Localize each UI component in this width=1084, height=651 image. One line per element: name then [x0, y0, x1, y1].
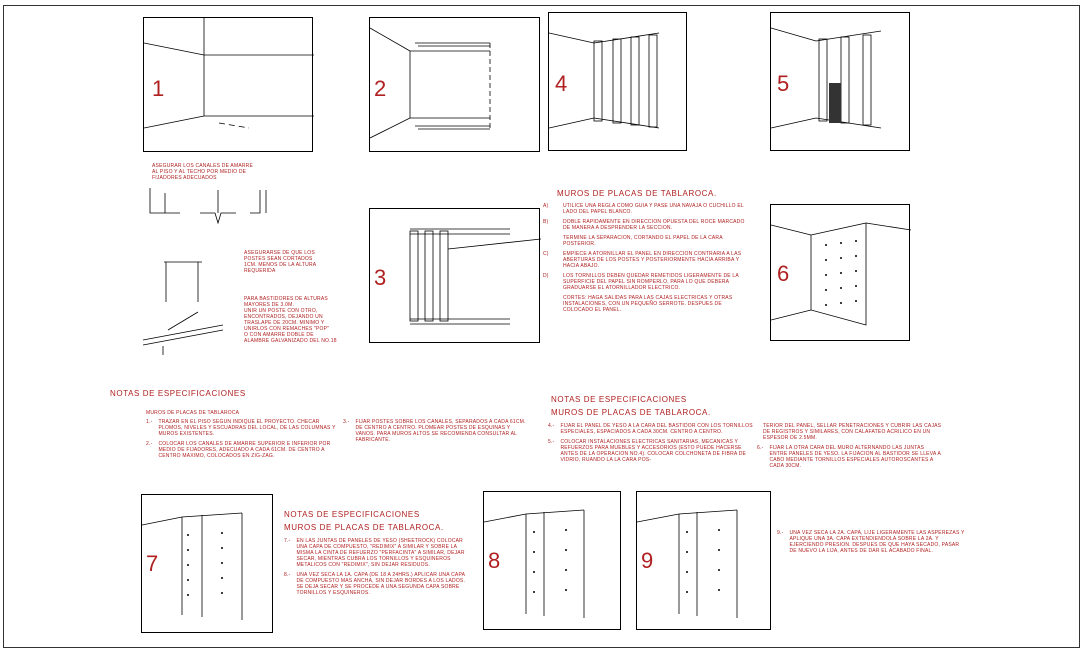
panel-2: 2 [369, 17, 540, 152]
note-anchor-channels: ASEGURAR LOS CANALES DE AMARRE AL PISO Y… [152, 163, 254, 181]
studs-drawing [409, 228, 541, 325]
second-coat-drawing [484, 509, 585, 618]
panel-4: 4 [548, 12, 687, 151]
notas-left-title: NOTAS DE ESPECIFICACIONES [110, 389, 246, 398]
notas-left-col1: 1.-TRAZAR EN EL PISO SEGUN INDIQUE EL PR… [146, 419, 336, 463]
panel-number-9: 9 [641, 548, 654, 573]
panel-3: 3 [369, 208, 541, 343]
channels-drawing [370, 27, 491, 139]
channel-detail-drawing [149, 188, 267, 225]
panel-number-8: 8 [488, 548, 501, 573]
list-item: 6.-FIJAR LA OTRA CARA DEL MURO ALTERNAND… [757, 445, 941, 469]
panel-8: 8 [483, 491, 621, 630]
note-stud-cut: ASEGURARSE DE QUE LOS POSTES SEAN CORTAD… [244, 250, 317, 274]
notas-left-col2: 3.-FIJAR POSTES SOBRE LOS CANALES, SEPAR… [343, 419, 528, 447]
panel-number-1: 1 [152, 76, 165, 101]
notas-bottom-list: 7.-EN LAS JUNTAS DE PANELES DE YESO (SHE… [284, 538, 470, 600]
notas-left-subtitle: MUROS DE PLACAS DE TABLAROCA [146, 410, 240, 416]
list-item: 4.-FIJAR EL PANEL DE YESO A LA CARA DEL … [548, 423, 753, 435]
panel-number-4: 4 [555, 71, 568, 96]
panel-number-2: 2 [374, 76, 387, 101]
stud-cut-drawing [164, 261, 202, 302]
panel-number-7: 7 [146, 551, 159, 576]
list-item: 1.-TRAZAR EN EL PISO SEGUN INDIQUE EL PR… [146, 419, 336, 437]
notas-bottom-subtitle: MUROS DE PLACAS DE TABLAROCA. [284, 523, 444, 532]
empty-room-drawing [144, 18, 314, 129]
board-drawing [771, 222, 911, 326]
list-item: 2.-COLOCAR LOS CANALES DE AMARRE SUPERIO… [146, 441, 331, 459]
list-item: 9.-UNA VEZ SECA LA 2a. CAPA, LIJE LIGERA… [777, 530, 965, 554]
panel-9: 9 [636, 491, 771, 630]
list-item: 8.-UNA VEZ SECA LA 1a. CAPA (DE 18 A 24h… [284, 572, 466, 596]
list-item: B)DOBLE RAPIDAMENTE EN DIRECCION OPUESTA… [543, 219, 745, 231]
note-9: 9.-UNA VEZ SECA LA 2a. CAPA, LIJE LIGERA… [777, 530, 967, 558]
notas-right-title: NOTAS DE ESPECIFICACIONES [551, 395, 687, 404]
list-item: C)EMPIECE A ATORNILLAR EL PANEL EN DIREC… [543, 251, 742, 269]
list-item: 7.-EN LAS JUNTAS DE PANELES DE YESO (SHE… [284, 538, 465, 568]
list-item: TERIOR DEL PANEL, SELLAR PENETRACIONES Y… [763, 423, 942, 441]
list-item: 5.-COLOCAR INSTALACIONES ELECTRICAS SANI… [548, 439, 747, 463]
note-tall-frames: PARA BASTIDORES DE ALTURAS MAYORES DE 3.… [244, 296, 337, 344]
frame-drawing [549, 32, 660, 129]
list-item: CORTES: HAGA SALIDAS PARA LAS CAJAS ELEC… [563, 295, 733, 313]
notas-right-col1: 4.-FIJAR EL PANEL DE YESO A LA CARA DEL … [548, 423, 753, 467]
splice-detail-drawing [142, 311, 224, 355]
panel-6: 6 [770, 204, 911, 341]
list-item: A)UTILICE UNA REGLA COMO GUIA Y PASE UNA… [543, 203, 744, 215]
list-item: D)LOS TORNILLOS DEBEN QUEDAR REMETIDOS L… [543, 273, 739, 291]
sheet-border [3, 5, 1080, 648]
panel-5: 5 [770, 12, 910, 151]
list-item: TERMINE LA SEPARACION, CORTANDO EL PAPEL… [563, 235, 723, 247]
panel-1: 1 [143, 17, 314, 152]
muros-upper-list: A)UTILICE UNA REGLA COMO GUIA Y PASE UNA… [543, 203, 748, 317]
notas-right-subtitle: MUROS DE PLACAS DE TABLAROCA. [551, 408, 711, 417]
finish-drawing [637, 509, 738, 618]
panel-number-5: 5 [777, 71, 790, 96]
insulation-drawing [771, 27, 882, 129]
muros-upper-title: MUROS DE PLACAS DE TABLAROCA. [557, 189, 717, 198]
joints-drawing [142, 512, 243, 620]
panel-number-6: 6 [777, 261, 790, 286]
panel-number-3: 3 [374, 265, 387, 290]
notas-bottom-title: NOTAS DE ESPECIFICACIONES [284, 510, 420, 519]
list-item: 3.-FIJAR POSTES SOBRE LOS CANALES, SEPAR… [343, 419, 526, 443]
panel-7: 7 [141, 494, 273, 633]
notas-right-col2: TERIOR DEL PANEL, SELLAR PENETRACIONES Y… [757, 423, 942, 473]
